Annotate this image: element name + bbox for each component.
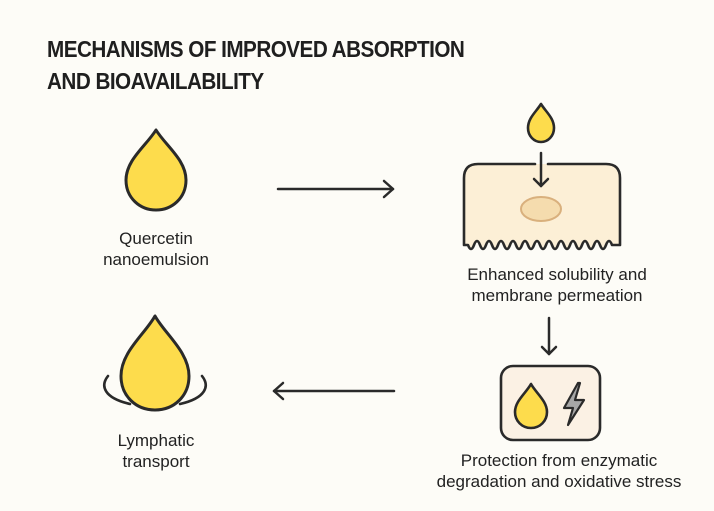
title-line-1: MECHANISMS OF IMPROVED ABSORPTION	[47, 36, 465, 62]
label-line: transport	[122, 452, 190, 471]
label-line: Quercetin	[119, 229, 193, 248]
droplet-ring-icon	[103, 314, 207, 412]
droplet-icon	[513, 382, 549, 430]
arrow-down-into-cell-icon	[532, 151, 550, 188]
title-line-2: AND BIOAVAILABILITY	[47, 68, 264, 94]
arrow-down-icon	[540, 316, 558, 356]
label-line: membrane permeation	[471, 286, 643, 305]
label-line: Lymphatic	[117, 431, 195, 450]
label-line: Enhanced solubility and	[467, 265, 647, 284]
arrow-right-icon	[276, 179, 395, 199]
step-label-protection: Protection from enzymatic degradation an…	[404, 450, 714, 492]
label-line: degradation and oxidative stress	[436, 472, 682, 491]
quercetin-droplet-icon	[124, 128, 188, 212]
page-title: MECHANISMS OF IMPROVED ABSORPTION AND BI…	[47, 33, 605, 97]
arrow-left-icon	[272, 381, 396, 401]
step-label-lymphatic: Lymphatic transport	[86, 430, 226, 472]
step-label-solubility: Enhanced solubility and membrane permeat…	[432, 264, 682, 306]
droplet-lightning-icon	[499, 364, 602, 442]
nucleus-icon	[520, 196, 562, 222]
label-line: nanoemulsion	[103, 250, 209, 269]
cell-membrane-icon	[462, 162, 622, 251]
small-droplet-icon	[526, 102, 556, 144]
lightning-icon	[562, 381, 586, 427]
step-label-quercetin: Quercetin nanoemulsion	[86, 228, 226, 270]
label-line: Protection from enzymatic	[460, 451, 658, 470]
